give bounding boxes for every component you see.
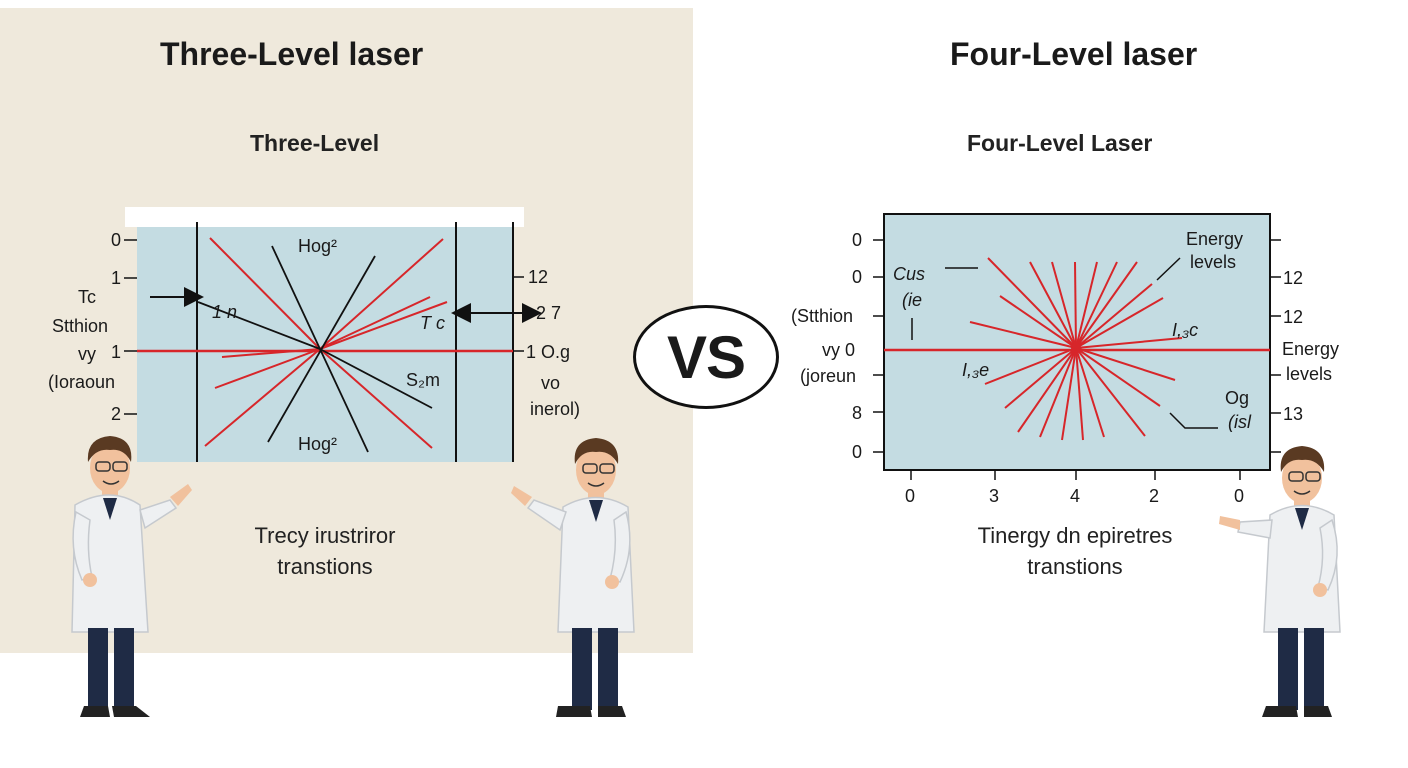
right-label-levels-top: levels [1190,252,1237,272]
left-caption-line2: transtions [277,554,373,579]
right-label-l3e: I,₃e [962,360,990,380]
right-label-isl: (isl [1228,412,1251,432]
left-label-1n: 1 n [212,302,238,322]
left-label-inerol: inerol) [530,399,581,419]
right-label-leader-energy [1156,257,1181,281]
right-label-cus: Cus [893,264,926,284]
left-label-bottom: Hog² [298,434,338,454]
right-caption: Tinergy dn epiretres transtions [940,520,1210,582]
right-label-vy: vy 0 [822,340,856,360]
left-diagram-header-strip [125,207,524,227]
right-red-starburst [969,257,1183,441]
left-label-top: Hog² [298,236,338,256]
right-left-tick: 0 [852,442,863,462]
right-bottom-tick: 2 [1149,486,1160,506]
right-caption-line1: Tinergy dn epiretres [977,523,1173,548]
scientist-illustration-middle [511,438,635,717]
left-ray-red [319,348,433,449]
left-title: Three-Level laser [160,36,424,72]
left-ray-black [197,301,321,350]
right-bottom-tick: 4 [1070,486,1081,506]
right-caption-line2: transtions [1027,554,1123,579]
left-tick: 2 [111,404,122,424]
left-ray-black [319,348,433,409]
left-tick: 0 [111,230,122,250]
scientist-illustration-left [71,436,192,717]
left-ray-red [319,301,448,350]
right-label-sthion: (Stthion [791,306,854,326]
left-label-tc: Tc [78,287,96,307]
right-title: Four-Level laser [950,36,1198,72]
left-label-27: 2 7 [536,303,562,323]
vs-badge: VS [633,305,779,409]
left-ray-red [204,348,321,447]
left-energy-diagram [124,222,542,462]
right-right-tick: 12 [1283,268,1304,288]
right-bottom-tick: 0 [1234,486,1245,506]
right-label-levels-mid: levels [1286,364,1333,384]
scientist-illustration-right [1219,446,1341,717]
right-energy-diagram [873,213,1281,480]
right-right-tick: 12 [1283,307,1304,327]
right-label-og: Og [1225,388,1250,408]
right-right-tick: 13 [1283,404,1304,424]
right-subtitle: Four-Level Laser [967,130,1153,156]
right-label-joreun: (joreun [800,366,857,386]
vs-label: VS [666,323,746,391]
left-label-vo: vo [541,373,561,393]
right-label-l3c: I,₃c [1172,320,1199,340]
left-label-sthion: Stthion [52,316,109,336]
left-right-tick: 12 [528,267,549,287]
left-label-s2m: S₂m [406,370,440,390]
right-left-tick: 0 [852,230,863,250]
right-bottom-tick: 3 [989,486,1000,506]
left-tick: 1 [111,268,122,288]
left-tick: 1 [111,342,122,362]
right-bottom-tick: 0 [905,486,916,506]
right-label-ie: (ie [902,290,923,310]
left-ray-red [209,237,321,350]
left-label-og: 1 O.g [526,342,571,362]
left-subtitle: Three-Level [250,130,380,156]
left-caption-line1: Trecy irustriror [254,523,396,548]
left-label-tc-inner: T c [420,313,445,333]
right-label-leader-og [1169,412,1218,429]
left-caption: Trecy irustriror transtions [225,520,425,582]
left-label-joraoun: (Ioraoun [48,372,116,392]
left-ray-red [221,348,321,358]
left-label-vy: vy [78,344,96,364]
left-ray-red [319,238,444,350]
right-left-tick: 0 [852,267,863,287]
right-label-energy-mid: Energy [1282,339,1340,359]
right-label-energy-top: Energy [1186,229,1244,249]
left-ray-red [214,348,321,389]
left-ray-red [322,296,431,348]
right-left-tick: 8 [852,403,863,423]
